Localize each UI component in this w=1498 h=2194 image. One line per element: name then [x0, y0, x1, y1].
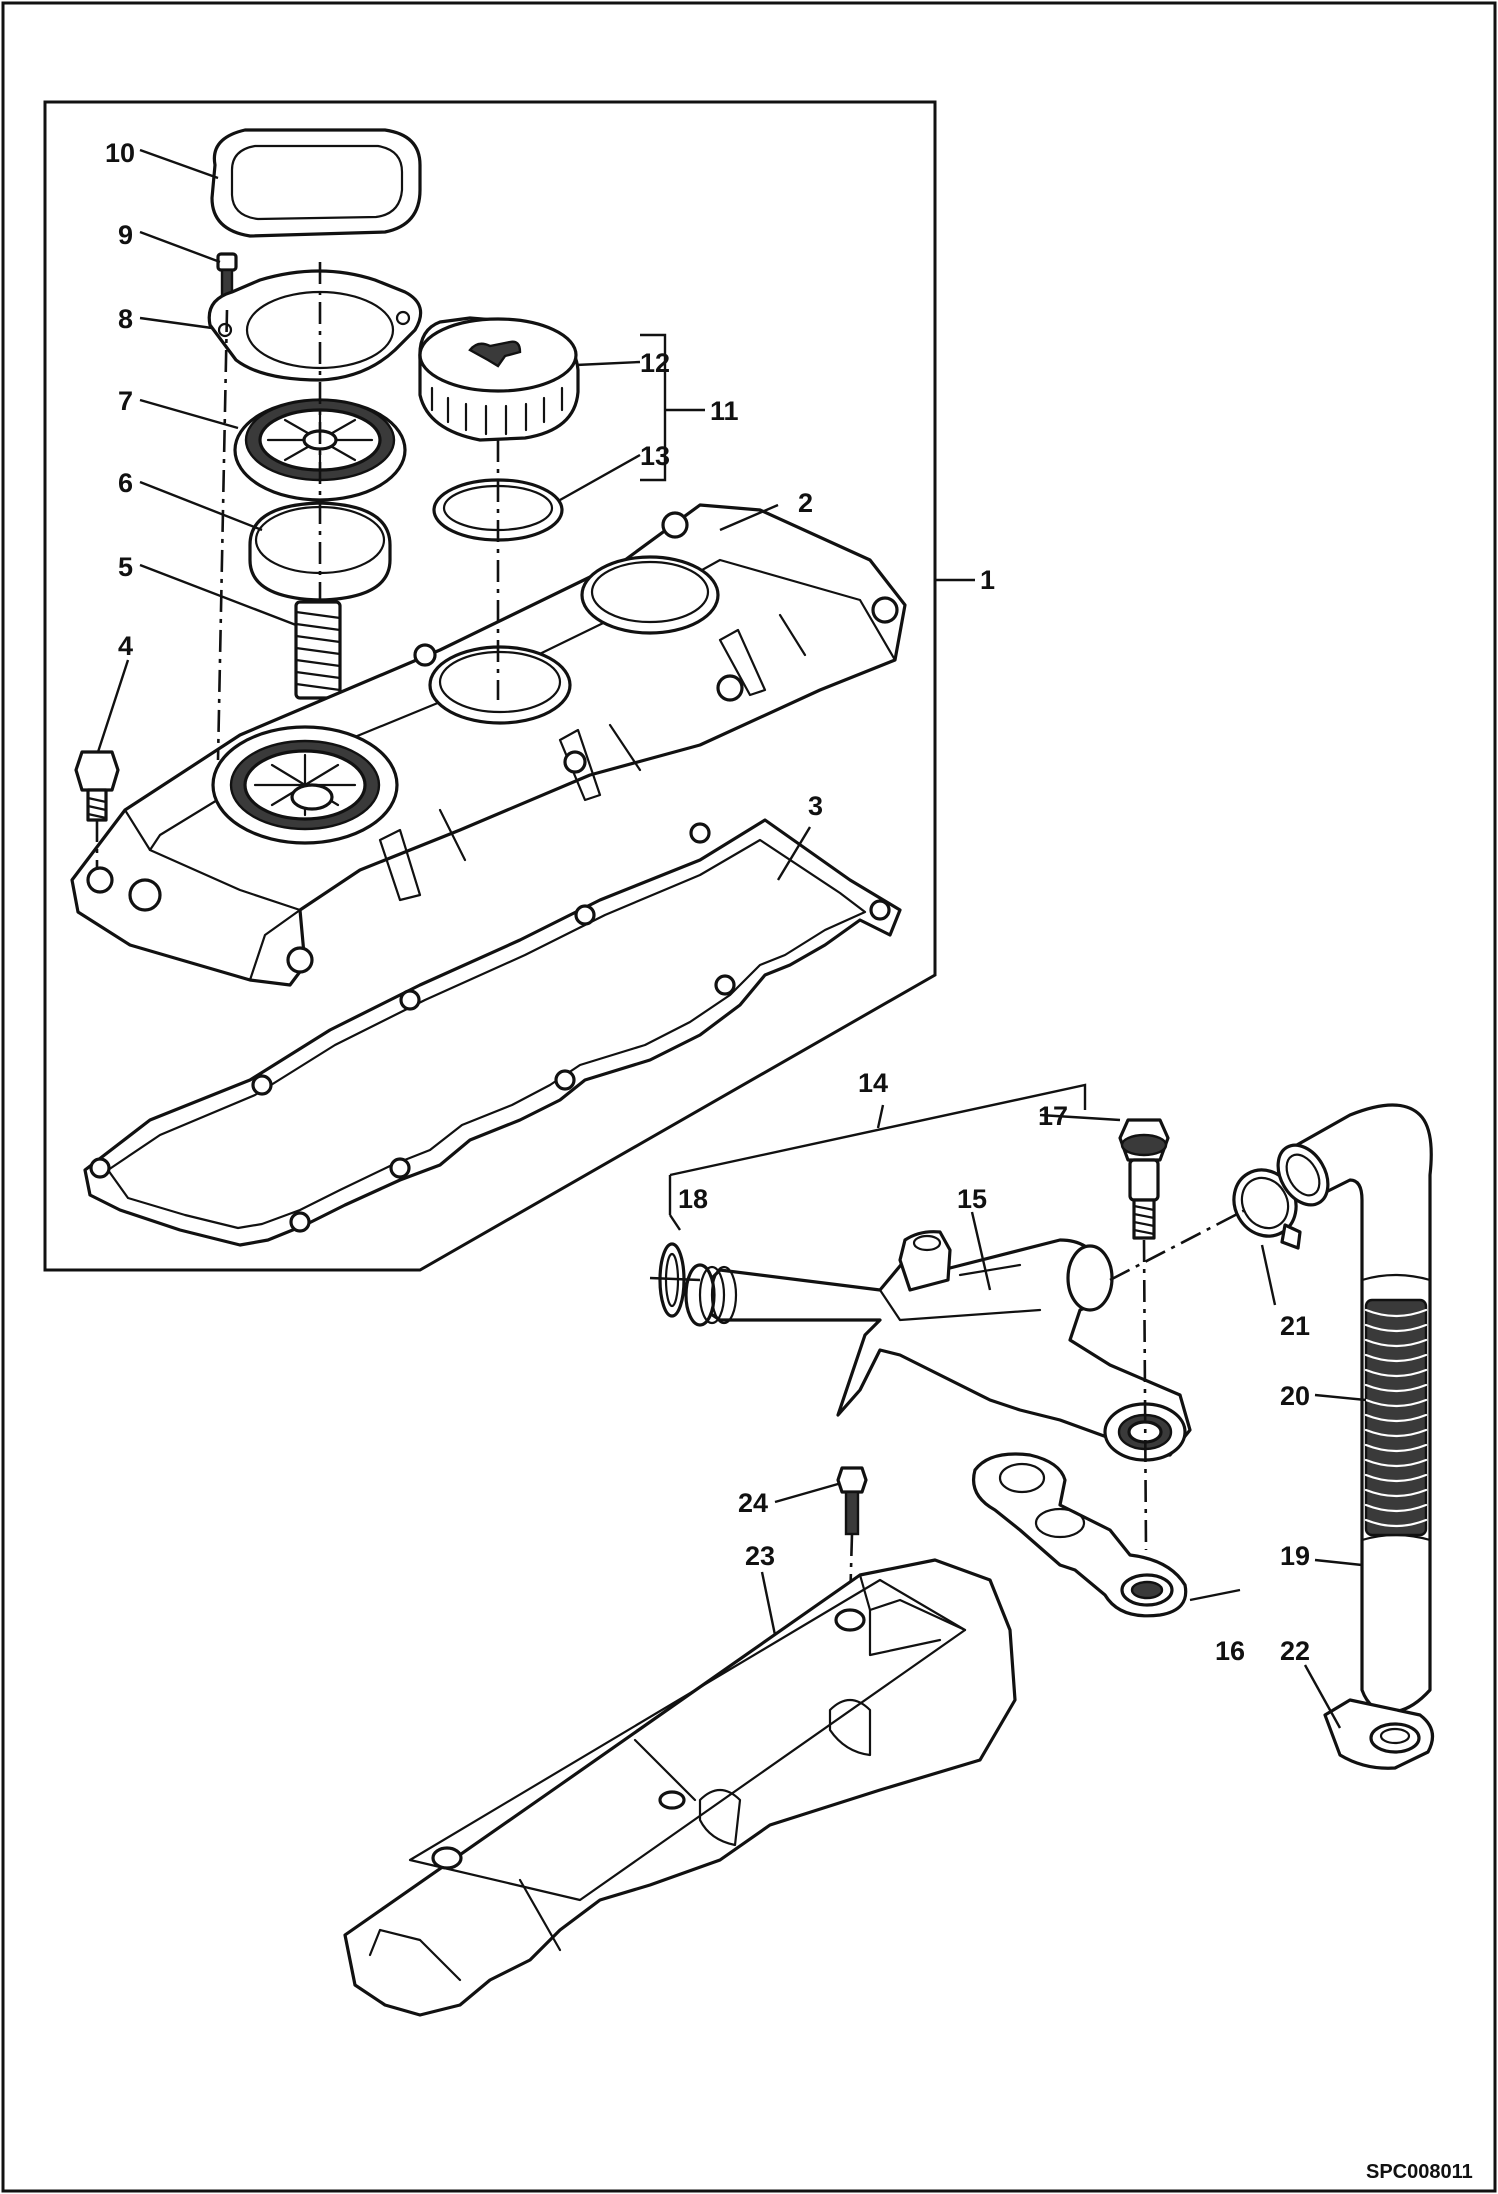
assembly-frame — [43, 100, 937, 1272]
leader-lines — [96, 148, 1367, 1729]
callout-13: 13 — [640, 441, 670, 471]
part-24-screw — [836, 1466, 868, 1536]
part-16-gasket — [972, 1452, 1188, 1618]
callout-18: 18 — [678, 1184, 708, 1214]
callout-3: 3 — [808, 791, 823, 821]
part-17-bolt — [1118, 1118, 1170, 1240]
part-20-spring — [1364, 1298, 1428, 1537]
callout-24: 24 — [738, 1488, 768, 1518]
part-12-filler-cap — [418, 316, 580, 442]
callout-10: 10 — [105, 138, 135, 168]
callout-2: 2 — [798, 488, 813, 518]
drawing-code: SPC008011 — [1366, 2161, 1473, 2183]
part-15-breather-pipe — [684, 1230, 1192, 1462]
part-19-hose — [1276, 1103, 1433, 1714]
callout-23: 23 — [745, 1541, 775, 1571]
callout-labels: 10 9 8 7 6 5 4 2 3 1 12 11 13 14 17 18 1… — [105, 138, 1310, 1666]
part-10-cover-seal — [210, 128, 422, 238]
callout-8: 8 — [118, 304, 133, 334]
part-3-gasket — [83, 818, 902, 1247]
callout-20: 20 — [1280, 1381, 1310, 1411]
axis-line-hose — [1109, 1208, 1246, 1282]
axis-line-bolt-17 — [1142, 1239, 1148, 1551]
part-5-spring — [294, 600, 342, 700]
callout-7: 7 — [118, 386, 133, 416]
callout-9: 9 — [118, 220, 133, 250]
part-18-seal — [649, 1242, 701, 1318]
axis-line-screw — [216, 309, 229, 761]
callout-16: 16 — [1215, 1636, 1245, 1666]
callout-6: 6 — [118, 468, 133, 498]
callout-12: 12 — [640, 348, 670, 378]
part-2-valve-cover — [70, 503, 907, 987]
part-23-lower-cover — [343, 1558, 1017, 2017]
callout-1: 1 — [980, 565, 995, 595]
callout-22: 22 — [1280, 1636, 1310, 1666]
callout-4: 4 — [118, 631, 133, 661]
callout-14: 14 — [858, 1068, 888, 1098]
part-21-clamp — [1232, 1168, 1302, 1250]
callout-21: 21 — [1280, 1311, 1310, 1341]
callout-17: 17 — [1038, 1101, 1068, 1131]
part-8-retaining-plate — [207, 269, 423, 382]
callout-5: 5 — [118, 552, 133, 582]
part-4-bolt — [74, 750, 120, 822]
part-22-clip — [1323, 1698, 1435, 1770]
callout-11: 11 — [710, 396, 739, 426]
callout-15: 15 — [957, 1184, 987, 1214]
callout-19: 19 — [1280, 1541, 1310, 1571]
